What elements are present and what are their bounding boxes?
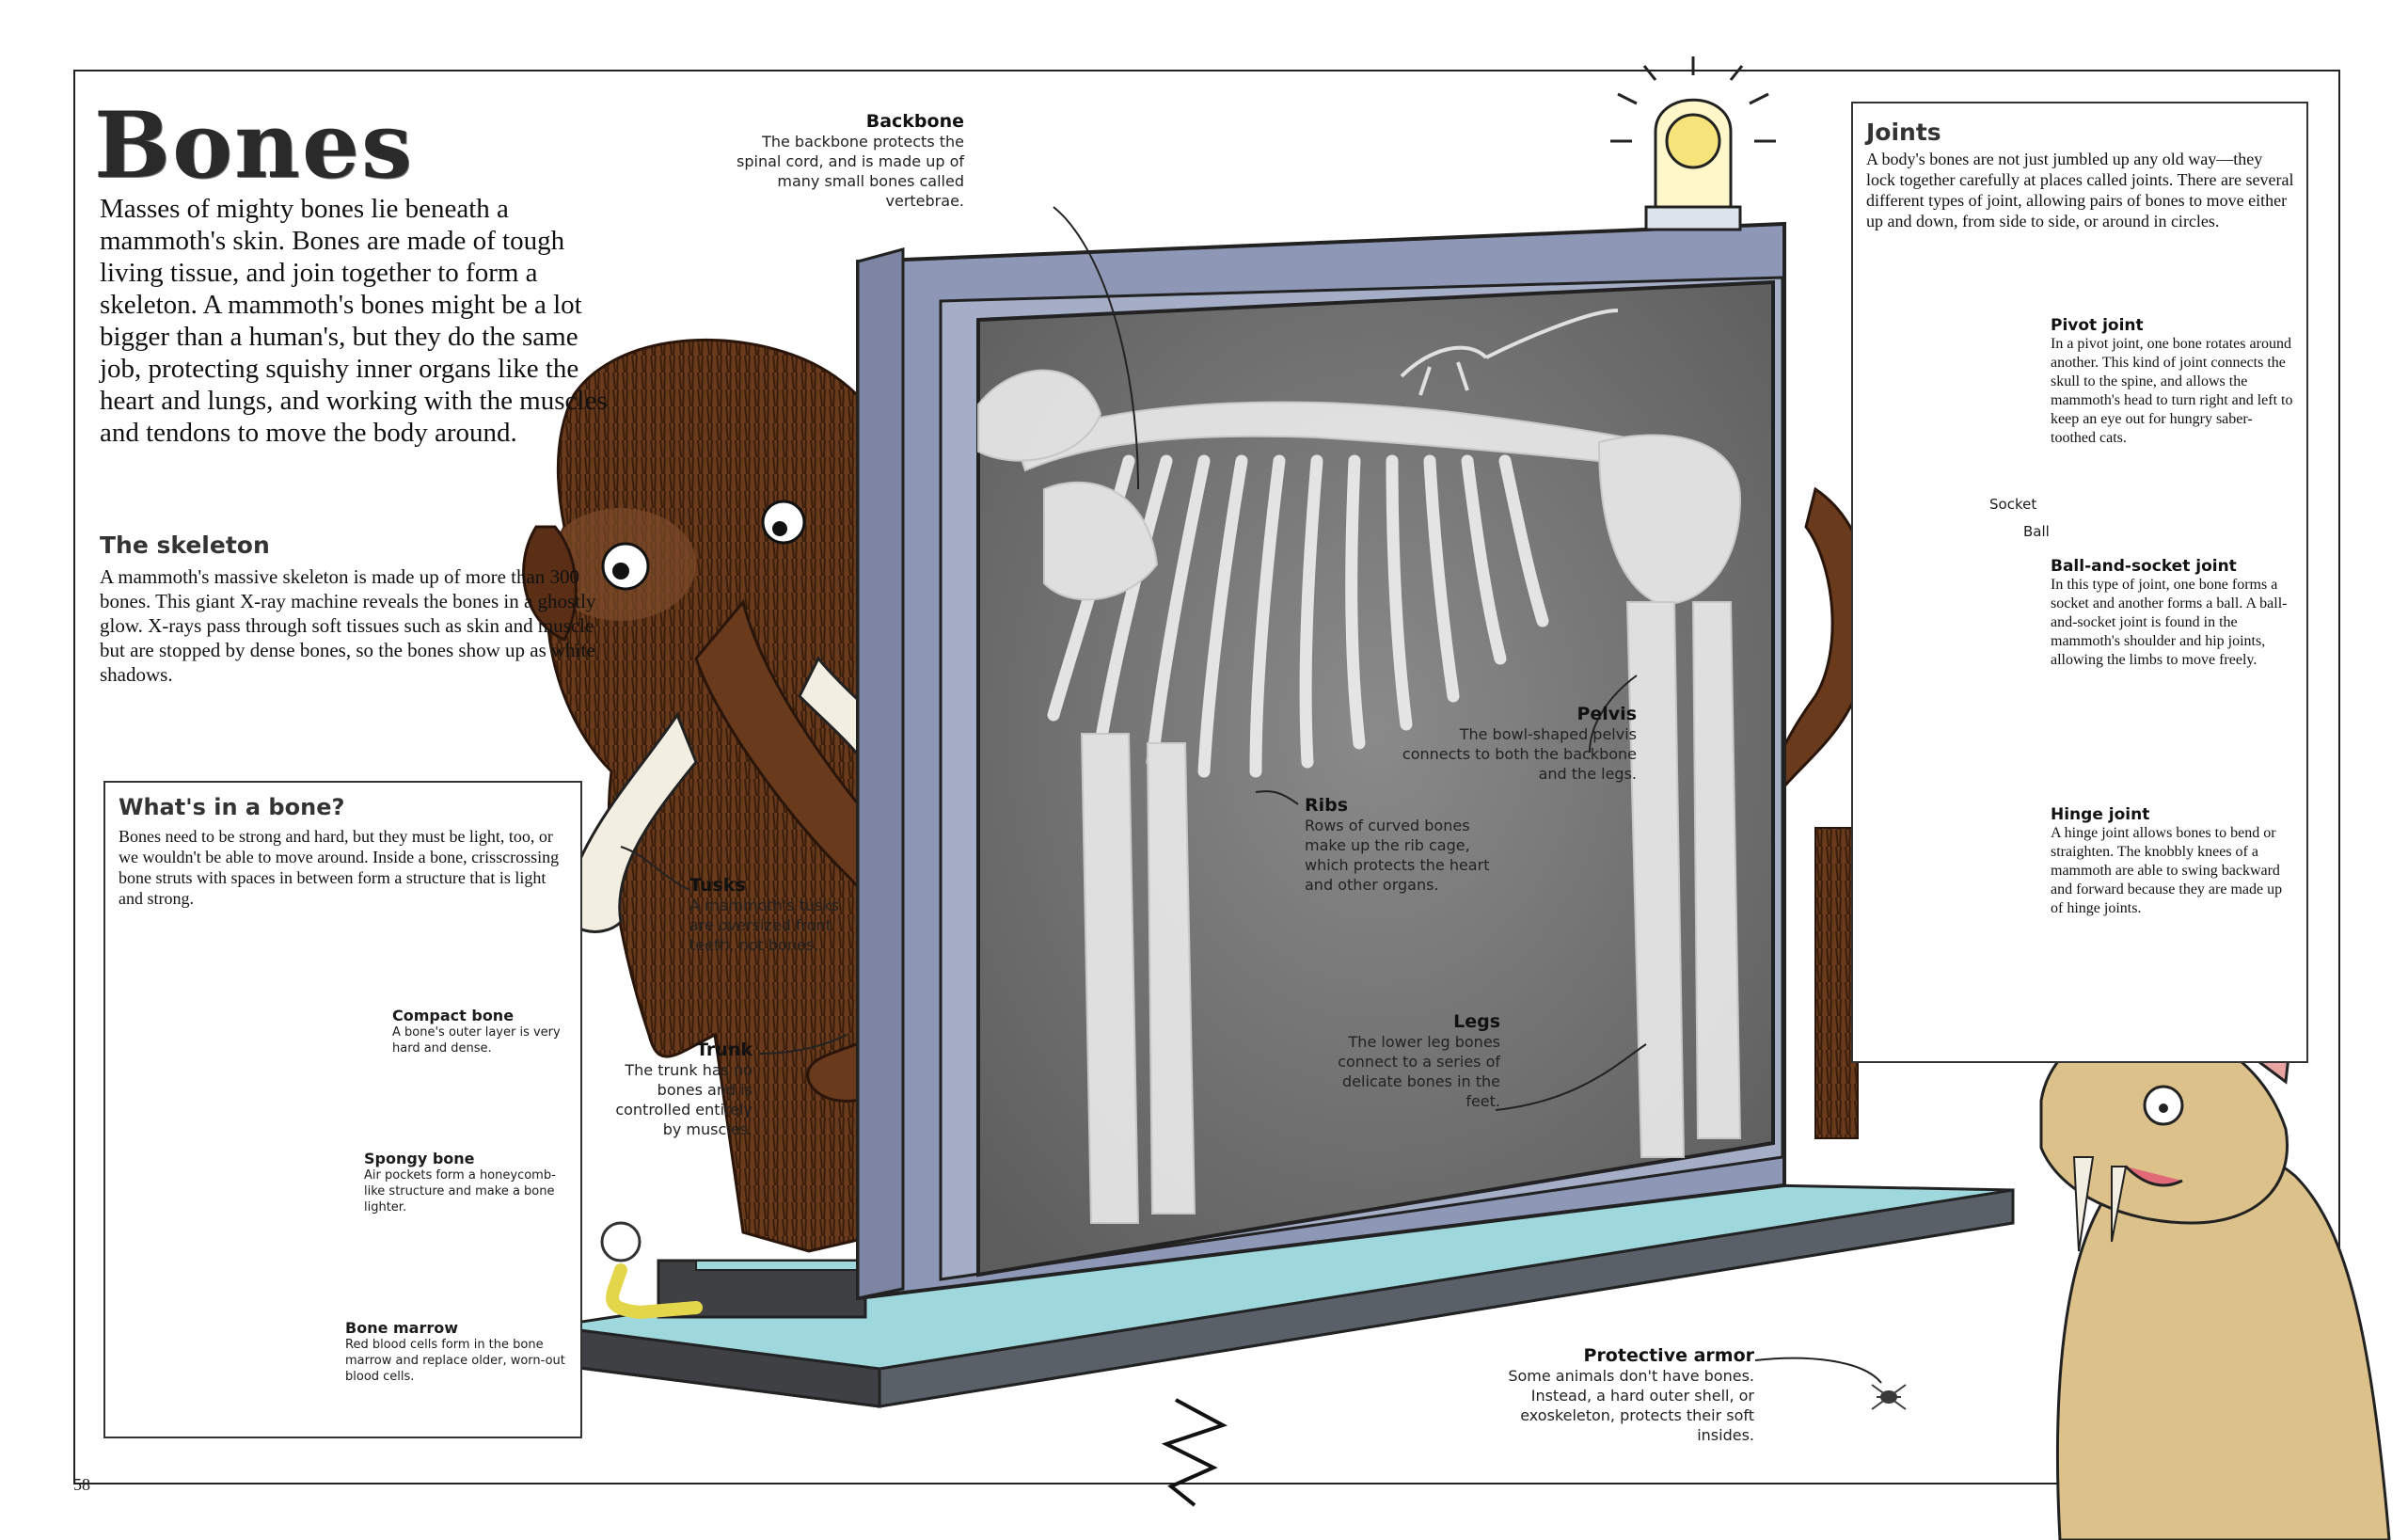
compact-bone-title: Compact bone — [392, 1007, 515, 1024]
ribs-title: Ribs — [1305, 795, 1349, 816]
ribs-label: Ribs Rows of curved bones make up the ri… — [1305, 795, 1493, 895]
joints-heading: Joints — [1866, 119, 1941, 146]
machine-base — [548, 1179, 2015, 1408]
socket-label: Socket — [1989, 496, 2037, 513]
whats-in-bone-heading: What's in a bone? — [119, 794, 345, 820]
legs-text: The lower leg bones connect to a series … — [1338, 1033, 1500, 1110]
armor-title: Protective armor — [1583, 1345, 1754, 1366]
mammoth — [522, 338, 1873, 1253]
tusks-text: A mammoth's tusks are oversized front te… — [689, 897, 839, 954]
ball-socket-joint-text: In this type of joint, one bone forms a … — [2051, 577, 2288, 668]
plug-icon — [600, 1221, 703, 1320]
hinge-joint-text: A hinge joint allows bones to bend or st… — [2051, 825, 2283, 916]
legs-label: Legs The lower leg bones connect to a se… — [1317, 1011, 1500, 1111]
tusks-title: Tusks — [689, 875, 746, 896]
bone-marrow-text: Red blood cells form in the bone marrow … — [345, 1338, 565, 1384]
ball-socket-joint-title: Ball-and-socket joint — [2051, 557, 2237, 576]
page-title: Bones — [94, 92, 415, 198]
joints-text: A body's bones are not just jumbled up a… — [1866, 150, 2294, 230]
whats-in-bone-box: What's in a bone? Bones need to be stron… — [103, 781, 582, 1438]
backbone-text: The backbone protects the spinal cord, a… — [737, 133, 964, 210]
saber-tooth-cat — [2039, 1013, 2391, 1540]
trunk-text: The trunk has no bones and is controlled… — [615, 1061, 752, 1138]
pivot-joint-title: Pivot joint — [2051, 316, 2144, 335]
pelvis-text: The bowl-shaped pelvis connects to both … — [1402, 725, 1637, 783]
whats-in-bone-text: Bones need to be strong and hard, but th… — [119, 827, 560, 908]
spongy-bone-label: Spongy bone Air pockets form a honeycomb… — [364, 1150, 566, 1215]
legs-title: Legs — [1453, 1011, 1500, 1032]
trunk-label: Trunk The trunk has no bones and is cont… — [602, 1040, 752, 1139]
backbone-title: Backbone — [865, 111, 964, 132]
tusks-label: Tusks A mammoth's tusks are oversized fr… — [689, 875, 854, 955]
backbone-label: Backbone The backbone protects the spina… — [734, 111, 964, 211]
pivot-joint-text: In a pivot joint, one bone rotates aroun… — [2051, 336, 2293, 446]
hinge-joint-label: Hinge joint A hinge joint allows bones t… — [2051, 805, 2297, 918]
cable — [1161, 1398, 1228, 1507]
pelvis-label: Pelvis The bowl-shaped pelvis connects t… — [1392, 704, 1637, 784]
pivot-joint-label: Pivot joint In a pivot joint, one bone r… — [2051, 316, 2297, 448]
pelvis-title: Pelvis — [1576, 704, 1637, 724]
ball-label: Ball — [2023, 523, 2050, 540]
xray-skeleton — [977, 369, 1742, 1224]
mouse-skeleton — [1400, 309, 1619, 396]
spongy-bone-title: Spongy bone — [364, 1150, 475, 1167]
skeleton-text: A mammoth's massive skeleton is made up … — [100, 565, 596, 686]
trunk-title: Trunk — [696, 1040, 752, 1060]
armor-text: Some animals don't have bones. Instead, … — [1508, 1367, 1754, 1444]
ball-socket-joint-label: Ball-and-socket joint In this type of jo… — [2051, 557, 2297, 670]
armor-label: Protective armor Some animals don't have… — [1496, 1345, 1754, 1445]
hinge-joint-title: Hinge joint — [2051, 805, 2150, 824]
skeleton-heading: The skeleton — [100, 532, 270, 559]
bone-marrow-title: Bone marrow — [345, 1319, 459, 1337]
intro-paragraph: Masses of mighty bones lie beneath a mam… — [100, 194, 608, 448]
spider-icon — [1871, 1384, 1907, 1410]
spongy-bone-text: Air pockets form a honeycomb-like struct… — [364, 1168, 556, 1215]
compact-bone-label: Compact bone A bone's outer layer is ver… — [392, 1007, 576, 1056]
bone-marrow-label: Bone marrow Red blood cells form in the … — [345, 1319, 566, 1385]
ribs-text: Rows of curved bones make up the rib cag… — [1305, 817, 1490, 894]
page-number: 58 — [73, 1475, 90, 1494]
compact-bone-text: A bone's outer layer is very hard and de… — [392, 1025, 561, 1056]
joints-box: Joints A body's bones are not just jumbl… — [1851, 102, 2308, 1063]
